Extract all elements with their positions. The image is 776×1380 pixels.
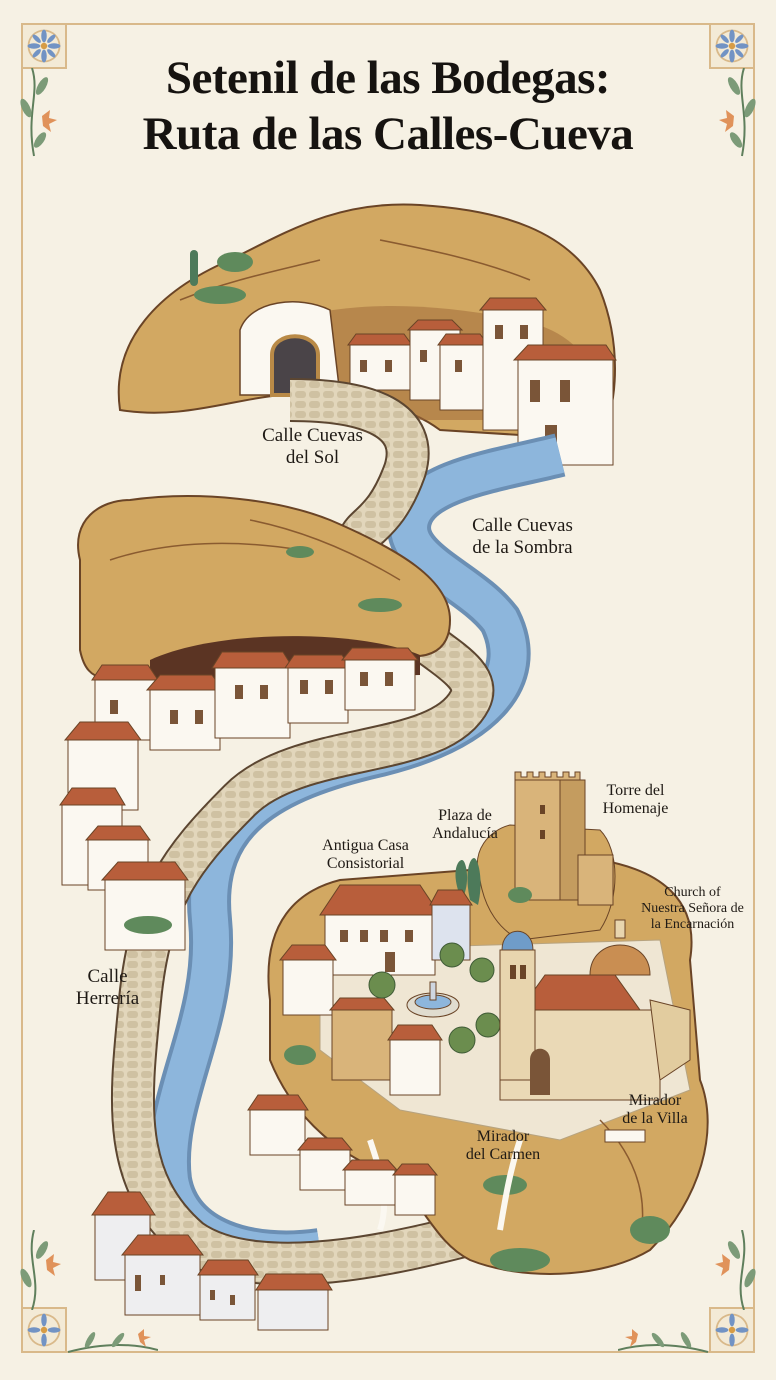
church-nuestra-senora-encarnacion xyxy=(499,919,691,1101)
label-mirador-de-la-villa: Mirador de la Villa xyxy=(610,1092,700,1129)
label-line: del Sol xyxy=(285,446,340,468)
label-line: Plaza de xyxy=(438,807,492,824)
label-line: de la Sombra xyxy=(472,536,573,558)
label-line: Church of xyxy=(664,885,721,900)
label-torre-del-homenaje: Torre del Homenaje xyxy=(588,782,683,819)
corner-tile-icon xyxy=(21,23,67,69)
houses-calle-herreria xyxy=(59,721,189,951)
vine-ornament-icon xyxy=(20,1230,61,1310)
vine-ornament-icon xyxy=(68,1329,158,1353)
corner-tile-icon xyxy=(21,1307,67,1353)
plaza-trees xyxy=(368,942,501,1054)
label-line: Nuestra Señora de xyxy=(641,901,744,917)
cypress-trees xyxy=(455,858,481,905)
label-line: del Carmen xyxy=(465,1146,541,1164)
torre-del-homenaje xyxy=(476,771,616,941)
houses-cuevas-del-sol xyxy=(347,297,617,466)
vine-ornament-icon xyxy=(719,68,756,157)
houses-bottom-left xyxy=(91,1191,333,1331)
label-line: Homenaje xyxy=(602,800,669,818)
label-line: Mirador xyxy=(476,1128,530,1145)
label-line: de la Villa xyxy=(622,1110,688,1128)
vine-ornament-icon xyxy=(20,68,57,157)
houses-lower-ring xyxy=(247,1094,439,1216)
label-line: Herrería xyxy=(75,987,140,1009)
corner-tile-icon xyxy=(709,23,755,69)
corner-tile-icon xyxy=(709,1307,755,1353)
label-line: Torre del xyxy=(606,782,665,799)
label-line: Consistorial xyxy=(326,855,405,873)
label-line: Calle xyxy=(87,966,128,987)
label-church-encarnacion: Church of Nuestra Señora de la Encarnaci… xyxy=(630,885,755,933)
decorative-border xyxy=(21,23,755,1353)
label-line: Andalucía xyxy=(432,825,498,843)
title-line-1: Setenil de las Bodegas: xyxy=(165,52,611,104)
houses-village-west xyxy=(278,944,443,1096)
plaza-fountain xyxy=(406,981,460,1018)
label-antigua-casa-consistorial: Antigua Casa Consistorial xyxy=(308,837,423,874)
label-calle-cuevas-de-la-sombra: Calle Cuevas de la Sombra xyxy=(450,515,595,559)
houses-cuevas-de-la-sombra xyxy=(91,647,420,751)
title-line-2: Ruta de las Calles-Cueva xyxy=(142,108,634,160)
vine-ornament-icon xyxy=(618,1329,708,1353)
label-plaza-de-andalucia: Plaza de Andalucía xyxy=(420,807,510,844)
label-line: Calle Cuevas xyxy=(472,515,573,536)
page-title: Setenil de las Bodegas: Ruta de las Call… xyxy=(0,50,776,162)
label-calle-herreria: Calle Herrería xyxy=(60,966,155,1010)
label-mirador-del-carmen: Mirador del Carmen xyxy=(448,1128,558,1165)
label-line: Calle Cuevas xyxy=(262,425,363,446)
label-line: la Encarnación xyxy=(650,917,735,933)
label-line: Mirador xyxy=(628,1092,682,1109)
label-line: Antigua Casa xyxy=(322,837,409,854)
vine-ornament-icon xyxy=(715,1230,756,1310)
label-calle-cuevas-del-sol: Calle Cuevas del Sol xyxy=(240,425,385,469)
antigua-casa-consistorial xyxy=(319,884,473,976)
